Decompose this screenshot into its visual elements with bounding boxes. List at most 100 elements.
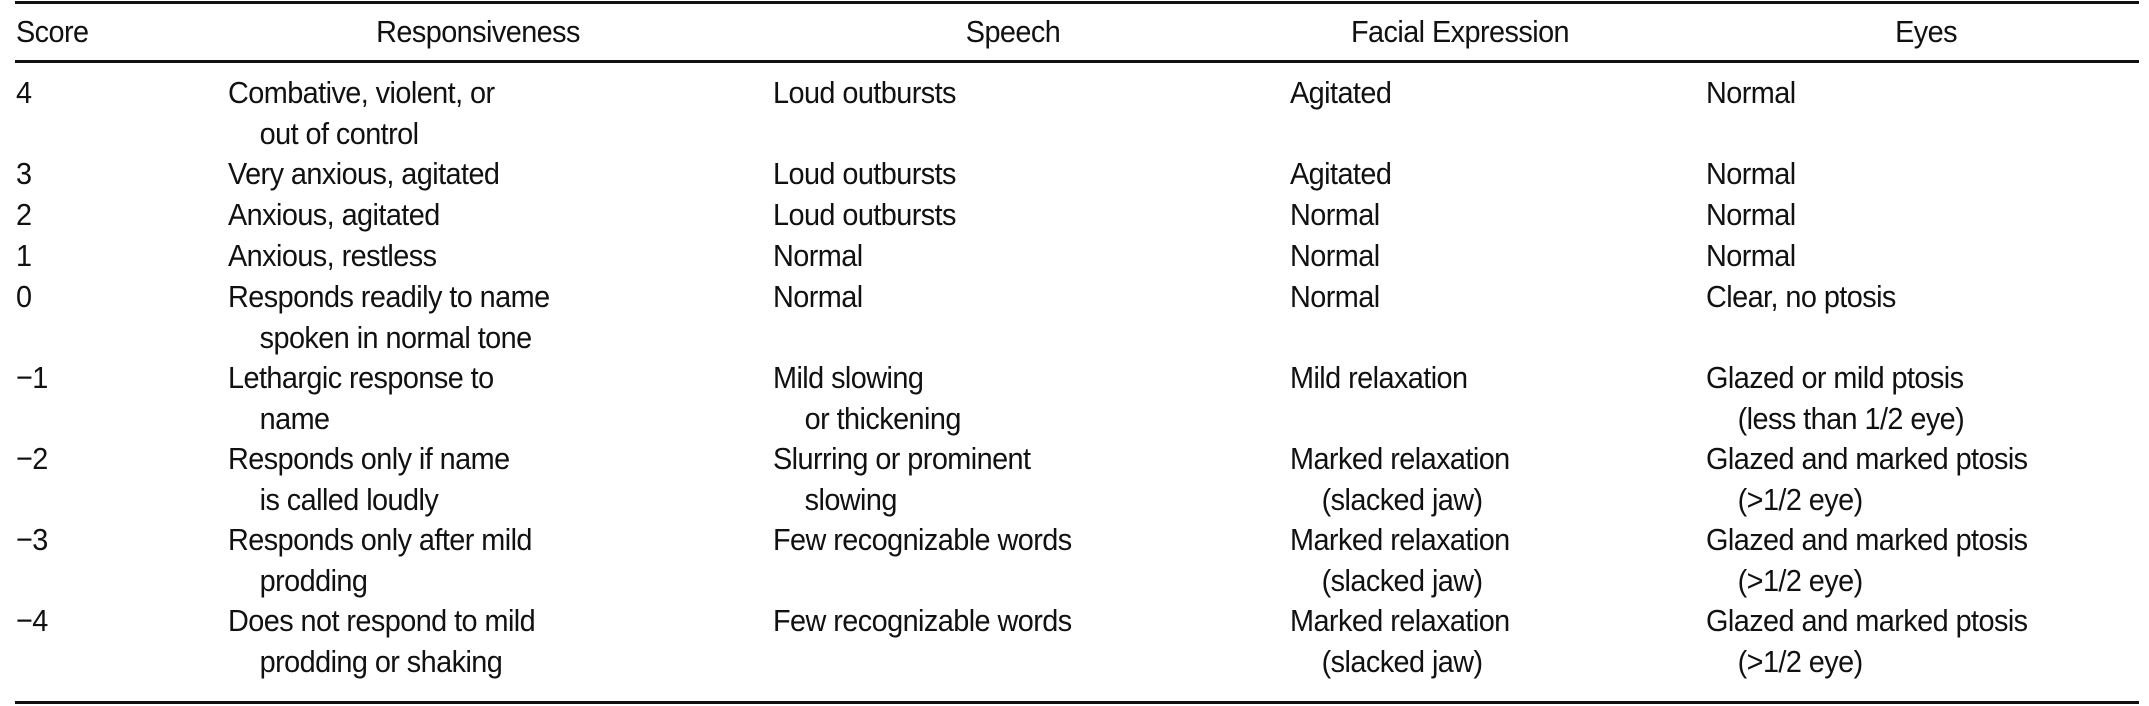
cell-line: Normal [1706, 238, 1796, 273]
cell-eyes: Normal [1706, 194, 1796, 235]
cell-line: Agitated [1290, 75, 1392, 110]
cell-facial-expression: Marked relaxation (slacked jaw) [1290, 519, 1510, 601]
cell-line: Loud outbursts [773, 75, 956, 110]
cell-line: Responds readily to name [228, 279, 550, 314]
cell-score: 3 [16, 156, 32, 191]
cell-responsiveness: Lethargic response to name [228, 357, 494, 439]
cell-continuation-line: or thickening [804, 401, 962, 436]
cell-facial-expression: Agitated [1290, 72, 1392, 113]
cell-score: 0 [16, 279, 32, 314]
cell-continuation-line: is called loudly [259, 482, 439, 517]
column-header-eyes: Eyes [1895, 14, 1957, 49]
cell-continuation-line: (less than 1/2 eye) [1737, 401, 1965, 436]
cell-responsiveness: Anxious, restless [228, 235, 437, 276]
cell-line: Clear, no ptosis [1706, 279, 1896, 314]
cell-eyes: Glazed and marked ptosis (>1/2 eye) [1706, 519, 2028, 601]
cell-continuation-line: (>1/2 eye) [1737, 644, 1864, 679]
column-header-speech: Speech [965, 14, 1061, 49]
cell-responsiveness: Responds only after mild prodding [228, 519, 532, 601]
cell-speech: Normal [773, 276, 863, 317]
cell-line: Anxious, agitated [228, 197, 440, 232]
cell-score: −4 [16, 603, 48, 638]
cell-speech: Normal [773, 235, 863, 276]
cell-score: 4 [16, 75, 32, 110]
cell-continuation-line: (slacked jaw) [1321, 644, 1484, 679]
table-header-rule [15, 60, 2139, 63]
cell-speech: Loud outbursts [773, 194, 956, 235]
cell-line: Responds only after mild [228, 522, 532, 557]
cell-continuation-line: slowing [804, 482, 898, 517]
cell-speech: Loud outbursts [773, 72, 956, 113]
cell-line: Normal [1706, 156, 1796, 191]
cell-score: −2 [16, 441, 48, 476]
cell-speech: Few recognizable words [773, 519, 1072, 560]
cell-facial-expression: Marked relaxation (slacked jaw) [1290, 438, 1510, 520]
cell-continuation-line: (>1/2 eye) [1737, 563, 1864, 598]
cell-continuation-line: (slacked jaw) [1321, 482, 1484, 517]
cell-line: Very anxious, agitated [228, 156, 500, 191]
cell-eyes: Glazed and marked ptosis (>1/2 eye) [1706, 600, 2028, 682]
cell-eyes: Glazed and marked ptosis(>1/2 eye) [1706, 438, 2028, 520]
cell-score: −1 [16, 360, 48, 395]
cell-line: Glazed or mild ptosis [1706, 360, 1964, 395]
table-top-rule [15, 1, 2139, 4]
cell-line: Few recognizable words [773, 522, 1072, 557]
cell-facial-expression: Normal [1290, 235, 1380, 276]
cell-eyes: Normal [1706, 235, 1796, 276]
cell-line: Normal [773, 279, 863, 314]
cell-eyes: Glazed or mild ptosis (less than 1/2 eye) [1706, 357, 1965, 439]
cell-line: Marked relaxation [1290, 603, 1510, 638]
cell-continuation-line: spoken in normal tone [259, 320, 533, 355]
cell-score: 1 [16, 238, 32, 273]
cell-line: Anxious, restless [228, 238, 437, 273]
cell-speech: Few recognizable words [773, 600, 1072, 641]
cell-eyes: Normal [1706, 153, 1796, 194]
table-bottom-rule [15, 701, 2139, 704]
cell-continuation-line: prodding [259, 563, 368, 598]
cell-speech: Loud outbursts [773, 153, 956, 194]
cell-speech: Slurring or prominent slowing [773, 438, 1031, 520]
cell-facial-expression: Normal [1290, 276, 1380, 317]
cell-line: Loud outbursts [773, 197, 956, 232]
cell-line: Agitated [1290, 156, 1392, 191]
cell-line: Combative, violent, or [228, 75, 495, 110]
cell-facial-expression: Mild relaxation [1290, 357, 1468, 398]
cell-continuation-line: name [259, 401, 330, 436]
column-header-responsiveness: Responsiveness [376, 14, 580, 49]
cell-continuation-line: (slacked jaw) [1321, 563, 1484, 598]
cell-line: Slurring or prominent [773, 441, 1031, 476]
cell-facial-expression: Marked relaxation (slacked jaw) [1290, 600, 1510, 682]
cell-line: Mild relaxation [1290, 360, 1468, 395]
cell-line: Normal [773, 238, 863, 273]
cell-line: Normal [1706, 75, 1796, 110]
cell-responsiveness: Anxious, agitated [228, 194, 440, 235]
cell-speech: Mild slowing or thickening [773, 357, 961, 439]
cell-line: Mild slowing [773, 360, 924, 395]
column-header-score: Score [16, 14, 89, 49]
cell-eyes: Clear, no ptosis [1706, 276, 1896, 317]
cell-eyes: Normal [1706, 72, 1796, 113]
cell-line: Few recognizable words [773, 603, 1072, 638]
cell-responsiveness: Combative, violent, or out of control [228, 72, 495, 154]
cell-continuation-line: prodding or shaking [259, 644, 503, 679]
cell-score: −3 [16, 522, 48, 557]
cell-line: Lethargic response to [228, 360, 494, 395]
cell-line: Normal [1290, 238, 1380, 273]
cell-line: Glazed and marked ptosis [1706, 522, 2028, 557]
cell-line: Normal [1706, 197, 1796, 232]
column-header-facial-expression: Facial Expression [1350, 14, 1570, 49]
cell-continuation-line: out of control [259, 116, 419, 151]
cell-line: Marked relaxation [1290, 522, 1510, 557]
cell-line: Does not respond to mild [228, 603, 536, 638]
cell-facial-expression: Agitated [1290, 153, 1392, 194]
cell-line: Glazed and marked ptosis [1706, 603, 2028, 638]
cell-line: Normal [1290, 279, 1380, 314]
cell-line: Loud outbursts [773, 156, 956, 191]
cell-line: Responds only if name [228, 441, 510, 476]
cell-responsiveness: Does not respond to mild prodding or shak… [228, 600, 536, 682]
cell-responsiveness: Responds readily to name spoken in normal… [228, 276, 550, 358]
cell-responsiveness: Responds only if name is called loudly [228, 438, 510, 520]
cell-line: Marked relaxation [1290, 441, 1510, 476]
cell-continuation-line: (>1/2 eye) [1737, 482, 1864, 517]
cell-line: Normal [1290, 197, 1380, 232]
